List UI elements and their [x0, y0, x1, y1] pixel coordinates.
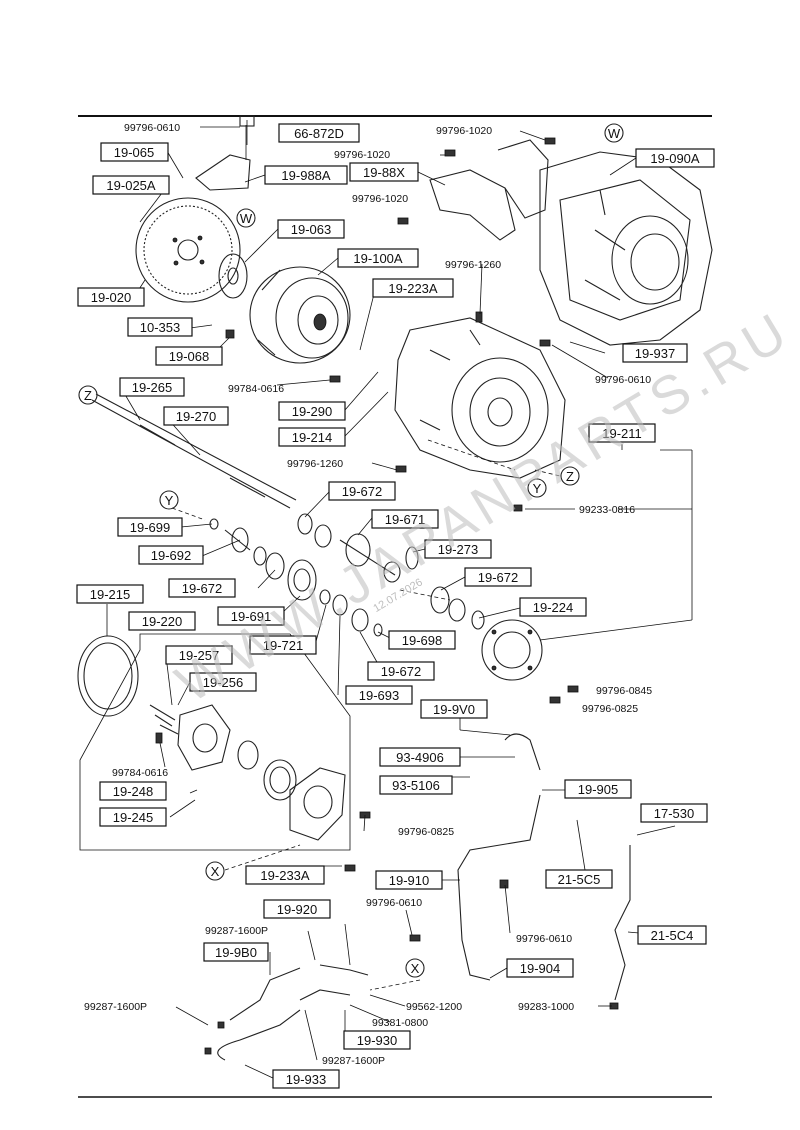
label-19-9v0: 19-9V0	[433, 702, 475, 717]
label-19-220: 19-220	[142, 614, 182, 629]
partno-99796-0610: 99796-0610	[595, 374, 651, 386]
label-19-905: 19-905	[578, 782, 618, 797]
partno-99796-0825: 99796-0825	[398, 826, 454, 838]
label-19-699: 19-699	[130, 520, 170, 535]
label-19-933: 19-933	[286, 1072, 326, 1087]
label-19-273: 19-273	[438, 542, 478, 557]
label-17-530: 17-530	[654, 806, 694, 821]
label-19-257: 19-257	[179, 648, 219, 663]
sub-assembly-frame	[79, 633, 351, 851]
label-19-223a: 19-223A	[388, 281, 437, 296]
torque-converter	[249, 266, 351, 364]
drive-plate	[218, 253, 248, 299]
label-19-224: 19-224	[533, 600, 573, 615]
label-19-256: 19-256	[203, 675, 243, 690]
label-19-211: 19-211	[602, 426, 642, 441]
label-93-5106: 93-5106	[392, 778, 440, 793]
label-19-672: 19-672	[381, 664, 421, 679]
label-19-248: 19-248	[113, 784, 153, 799]
callout-z: Z	[84, 388, 92, 403]
label-19-692: 19-692	[151, 548, 191, 563]
partno-99287-1600p: 99287-1600P	[84, 1001, 147, 1013]
partno-99784-0616: 99784-0616	[228, 383, 284, 395]
flywheel	[135, 197, 241, 303]
label-19-100a: 19-100A	[353, 251, 402, 266]
partno-99287-1600p: 99287-1600P	[205, 925, 268, 937]
callout-y: Y	[533, 481, 542, 496]
converter-housing	[394, 317, 566, 479]
watermark: WWW.JAPANPARTS.RU	[166, 300, 800, 715]
partno-99381-0800: 99381-0800	[372, 1017, 428, 1029]
label-21-5c5: 21-5C5	[558, 872, 601, 887]
callout-w: W	[608, 126, 621, 141]
label-19-233a: 19-233A	[260, 868, 309, 883]
partno-99796-0845: 99796-0845	[596, 685, 652, 697]
callout-y: Y	[165, 493, 174, 508]
label-19-698: 19-698	[402, 633, 442, 648]
label-19-937: 19-937	[635, 346, 675, 361]
label-19-672: 19-672	[478, 570, 518, 585]
label-19-672: 19-672	[182, 581, 222, 596]
label-19-068: 19-068	[169, 349, 209, 364]
output-shaft	[91, 393, 297, 509]
partno-99796-0610: 99796-0610	[366, 897, 422, 909]
label-19-9b0: 19-9B0	[215, 945, 257, 960]
label-19-025a: 19-025A	[106, 178, 155, 193]
label-19-988a: 19-988A	[281, 168, 330, 183]
label-19-265: 19-265	[132, 380, 172, 395]
partno-99233-0816: 99233-0816	[579, 504, 635, 516]
callout-circles: W W Z Z Y Y X X	[78, 123, 624, 978]
label-19-88x: 19-88X	[363, 165, 405, 180]
partno-99796-0825: 99796-0825	[582, 703, 638, 715]
label-19-245: 19-245	[113, 810, 153, 825]
partno-99796-1260: 99796-1260	[445, 259, 501, 271]
label-19-020: 19-020	[91, 290, 131, 305]
dust-cover	[429, 139, 549, 241]
label-19-693: 19-693	[359, 688, 399, 703]
label-19-920: 19-920	[277, 902, 317, 917]
partno-99796-0610: 99796-0610	[516, 933, 572, 945]
label-19-691: 19-691	[231, 609, 271, 624]
partno-99287-1600p: 99287-1600P	[322, 1055, 385, 1067]
part-number-labels: 99796-0610 99796-1020 99796-1020 99796-1…	[84, 122, 652, 1067]
partno-99796-1020: 99796-1020	[436, 125, 492, 137]
label-19-671: 19-671	[385, 512, 425, 527]
label-19-270: 19-270	[176, 409, 216, 424]
label-21-5c4: 21-5C4	[651, 928, 694, 943]
transaxle-case	[539, 151, 713, 346]
label-19-090a: 19-090A	[650, 151, 699, 166]
label-19-063: 19-063	[291, 222, 331, 237]
gear-stack	[209, 513, 485, 637]
label-10-353: 10-353	[140, 320, 180, 335]
boxed-labels: 66-872D 19-065 19-025A 19-988A 19-88X 19…	[76, 123, 715, 1089]
callout-x: X	[411, 961, 420, 976]
callout-w: W	[240, 211, 253, 226]
oil-pipes	[217, 733, 631, 1061]
label-19-910: 19-910	[389, 873, 429, 888]
oil-pump	[149, 704, 346, 841]
label-19-290: 19-290	[292, 404, 332, 419]
label-19-214: 19-214	[292, 430, 332, 445]
gasket	[77, 635, 139, 717]
label-66-872d: 66-872D	[294, 126, 344, 141]
leader-lines	[106, 120, 693, 1080]
label-19-930: 19-930	[357, 1033, 397, 1048]
label-19-904: 19-904	[520, 961, 560, 976]
partno-99796-0610: 99796-0610	[124, 122, 180, 134]
partno-99796-1020: 99796-1020	[352, 193, 408, 205]
partno-99283-1000: 99283-1000	[518, 1001, 574, 1013]
partno-99784-0616: 99784-0616	[112, 767, 168, 779]
callout-z: Z	[566, 469, 574, 484]
label-93-4906: 93-4906	[396, 750, 444, 765]
partno-99796-1020: 99796-1020	[334, 149, 390, 161]
label-19-065: 19-065	[114, 145, 154, 160]
label-19-672: 19-672	[342, 484, 382, 499]
callout-x: X	[211, 864, 220, 879]
side-cover	[481, 619, 543, 681]
partno-99796-1260: 99796-1260	[287, 458, 343, 470]
partno-99562-1200: 99562-1200	[406, 1001, 462, 1013]
label-19-721: 19-721	[263, 638, 303, 653]
label-19-215: 19-215	[90, 587, 130, 602]
